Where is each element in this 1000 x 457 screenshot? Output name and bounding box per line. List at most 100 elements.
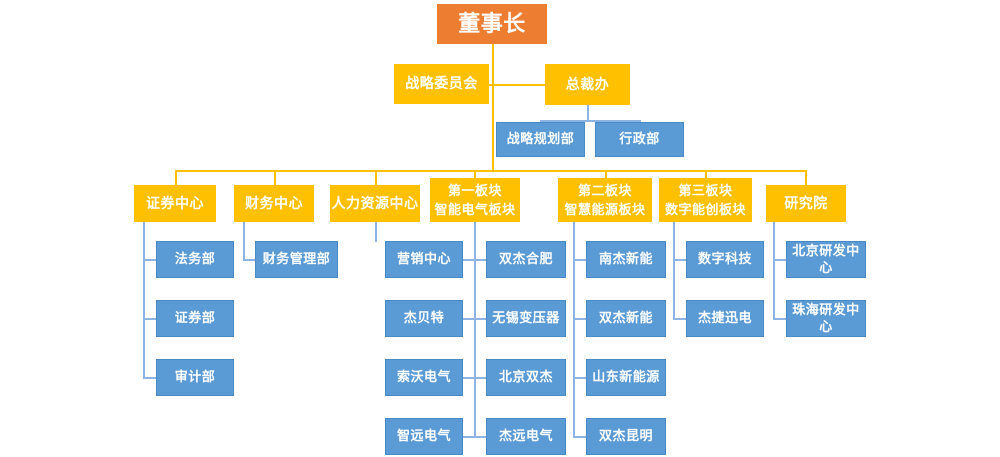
node-wuxi-transformer[interactable]: 无锡变压器 [486,300,566,337]
connector-stub-shandong-new-energy [573,377,586,379]
node-beijing-shuangjie-label: 北京双杰 [498,369,553,385]
connector-stub-wuxi-transformer [474,318,486,320]
node-digital-tech-label: 数字科技 [697,251,752,267]
node-audit-dept-label: 审计部 [174,369,216,385]
node-beijing-shuangjie[interactable]: 北京双杰 [486,359,566,396]
node-second-sector-sublabel: 智慧能源板块 [564,202,646,217]
node-nanjie-xinneng-label: 南杰新能 [598,251,653,267]
node-strategy-committee[interactable]: 战略委员会 [394,64,489,104]
node-jiejie-xundian-label: 杰捷迅电 [697,310,752,326]
node-third-sector-label: 第三板块 [678,182,733,198]
node-zhiyuan-electric[interactable]: 智远电气 [385,418,463,455]
node-finance-mgmt-dept[interactable]: 财务管理部 [255,241,338,278]
node-hr-center[interactable]: 人力资源中心 [330,185,420,222]
node-legal-dept[interactable]: 法务部 [156,241,234,278]
node-hr-center-label: 人力资源中心 [331,194,419,211]
connector-spine-first-sector [474,222,476,438]
node-jieyuan-electric[interactable]: 杰远电气 [486,418,566,455]
connector-stub-marketing-center [463,259,475,261]
node-strategy-committee-label: 战略委员会 [405,75,478,92]
connector-stub-jieyuan-electric [474,436,486,438]
node-zhuhai-rd-center-label: 珠海研发中心 [792,302,860,334]
node-shuangjie-hefei-label: 双杰合肥 [498,251,553,267]
node-securities-center[interactable]: 证券中心 [134,185,216,222]
node-president-office[interactable]: 总裁办 [545,64,630,105]
node-audit-dept[interactable]: 审计部 [156,359,234,396]
connector-stub-jiejie-xundian [673,318,686,320]
connector-stem-hr-center [375,222,377,242]
node-finance-center-label: 财务中心 [245,194,303,211]
node-second-sector[interactable]: 第二板块 智慧能源板块 [558,178,652,222]
connector-drop-first-sector [474,170,476,185]
connector-stub-legal [143,259,156,261]
node-nanjie-xinneng[interactable]: 南杰新能 [586,241,666,278]
node-jiebeite-label: 杰贝特 [403,310,445,326]
node-jieyuan-electric-label: 杰远电气 [498,428,553,444]
node-strategy-planning-dept[interactable]: 战略规划部 [496,122,585,157]
node-securities-dept[interactable]: 证券部 [156,300,234,337]
node-second-sector-label: 第二板块 [577,182,632,198]
node-zhiyuan-electric-label: 智远电气 [396,428,451,444]
node-beijing-rd-center-label: 北京研发中心 [792,243,860,275]
connector-stub-securities-dept [143,318,156,320]
node-chairman[interactable]: 董事长 [437,4,547,44]
node-shuangjie-hefei[interactable]: 双杰合肥 [486,241,566,278]
connector-stub-audit [143,377,156,379]
connector-stub-jiebeite [463,318,475,320]
node-shandong-new-energy[interactable]: 山东新能源 [586,359,666,396]
node-shuangjie-kunming-label: 双杰昆明 [598,428,653,444]
connector-spine-research-institute [773,222,775,320]
connector-divisions-bus [175,170,807,172]
node-research-institute[interactable]: 研究院 [766,185,846,222]
connector-stub-shuangjie-kunming [573,436,586,438]
connector-stub-nanjie-xinneng [573,259,586,261]
node-shuangjie-xinneng[interactable]: 双杰新能 [586,300,666,337]
node-finance-center[interactable]: 财务中心 [234,185,314,222]
node-third-sector[interactable]: 第三板块 数字能创板块 [659,178,752,222]
node-marketing-center[interactable]: 营销中心 [385,241,463,278]
node-securities-dept-label: 证券部 [174,310,216,326]
connector-drop-third-sector [705,170,707,185]
connector-drop-finance-center [274,170,276,185]
node-first-sector[interactable]: 第一板块 智能电气板块 [430,178,520,222]
connector-level2-bus [441,84,588,86]
node-marketing-center-label: 营销中心 [396,251,451,267]
node-legal-dept-label: 法务部 [174,251,216,267]
node-jiejie-xundian[interactable]: 杰捷迅电 [686,300,764,337]
node-first-sector-label: 第一板块 [447,182,502,198]
connector-stub-digital-tech [673,259,686,261]
node-jiebeite[interactable]: 杰贝特 [385,300,463,337]
node-admin-dept-label: 行政部 [619,131,660,147]
connector-spine-finance-center [243,222,245,261]
node-research-institute-label: 研究院 [784,194,828,211]
connector-stub-suowo-electric [463,377,475,379]
connector-stub-shuangjie-hefei [474,259,486,261]
node-admin-dept[interactable]: 行政部 [595,122,684,157]
connector-drop-hr-center [375,170,377,185]
node-suowo-electric-label: 索沃电气 [396,369,451,385]
node-first-sector-sublabel: 智能电气板块 [434,202,516,217]
node-president-office-label: 总裁办 [565,75,610,92]
node-strategy-planning-dept-label: 战略规划部 [506,131,575,147]
connector-drop-second-sector [605,170,607,185]
connector-drop-securities-center [175,170,177,185]
node-chairman-label: 董事长 [458,11,526,37]
node-beijing-rd-center[interactable]: 北京研发中心 [786,241,866,278]
node-finance-mgmt-dept-label: 财务管理部 [262,251,331,267]
connector-spine-third-sector [673,222,675,320]
node-digital-tech[interactable]: 数字科技 [686,241,764,278]
connector-root-stem [492,44,494,170]
node-zhuhai-rd-center[interactable]: 珠海研发中心 [786,300,866,337]
node-wuxi-transformer-label: 无锡变压器 [492,310,560,326]
connector-stub-beijing-shuangjie [474,377,486,379]
connector-president-stem [587,105,589,121]
node-shuangjie-kunming[interactable]: 双杰昆明 [586,418,666,455]
node-suowo-electric[interactable]: 索沃电气 [385,359,463,396]
connector-spine-second-sector [573,222,575,438]
connector-president-bus [540,120,640,122]
node-third-sector-sublabel: 数字能创板块 [664,202,746,217]
connector-drop-research-institute [805,170,807,185]
node-shandong-new-energy-label: 山东新能源 [592,369,660,385]
connector-stub-zhuhai-rd [773,318,786,320]
